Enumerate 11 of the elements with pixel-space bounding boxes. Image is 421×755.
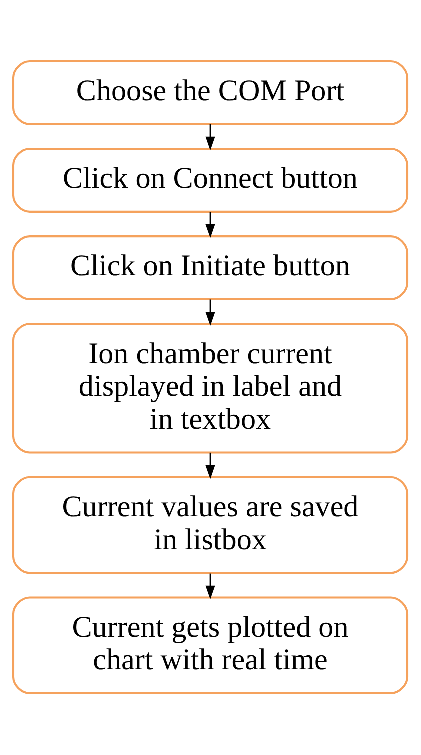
- arrow: [206, 574, 216, 600]
- arrow: [206, 452, 216, 480]
- node-box: Choose the COM Port: [12, 60, 409, 126]
- arrow: [206, 300, 216, 326]
- node-box: Click on Initiate button: [12, 236, 409, 301]
- node-box: Current values are saved in listbox: [12, 476, 409, 574]
- arrow: [206, 124, 216, 151]
- node-box: Current gets plotted on chart with real time: [12, 596, 409, 695]
- node-box: Ion chamber current displayed in label and in textbox: [12, 323, 409, 454]
- arrow: [206, 212, 216, 238]
- node-box: Click on Connect button: [12, 148, 409, 213]
